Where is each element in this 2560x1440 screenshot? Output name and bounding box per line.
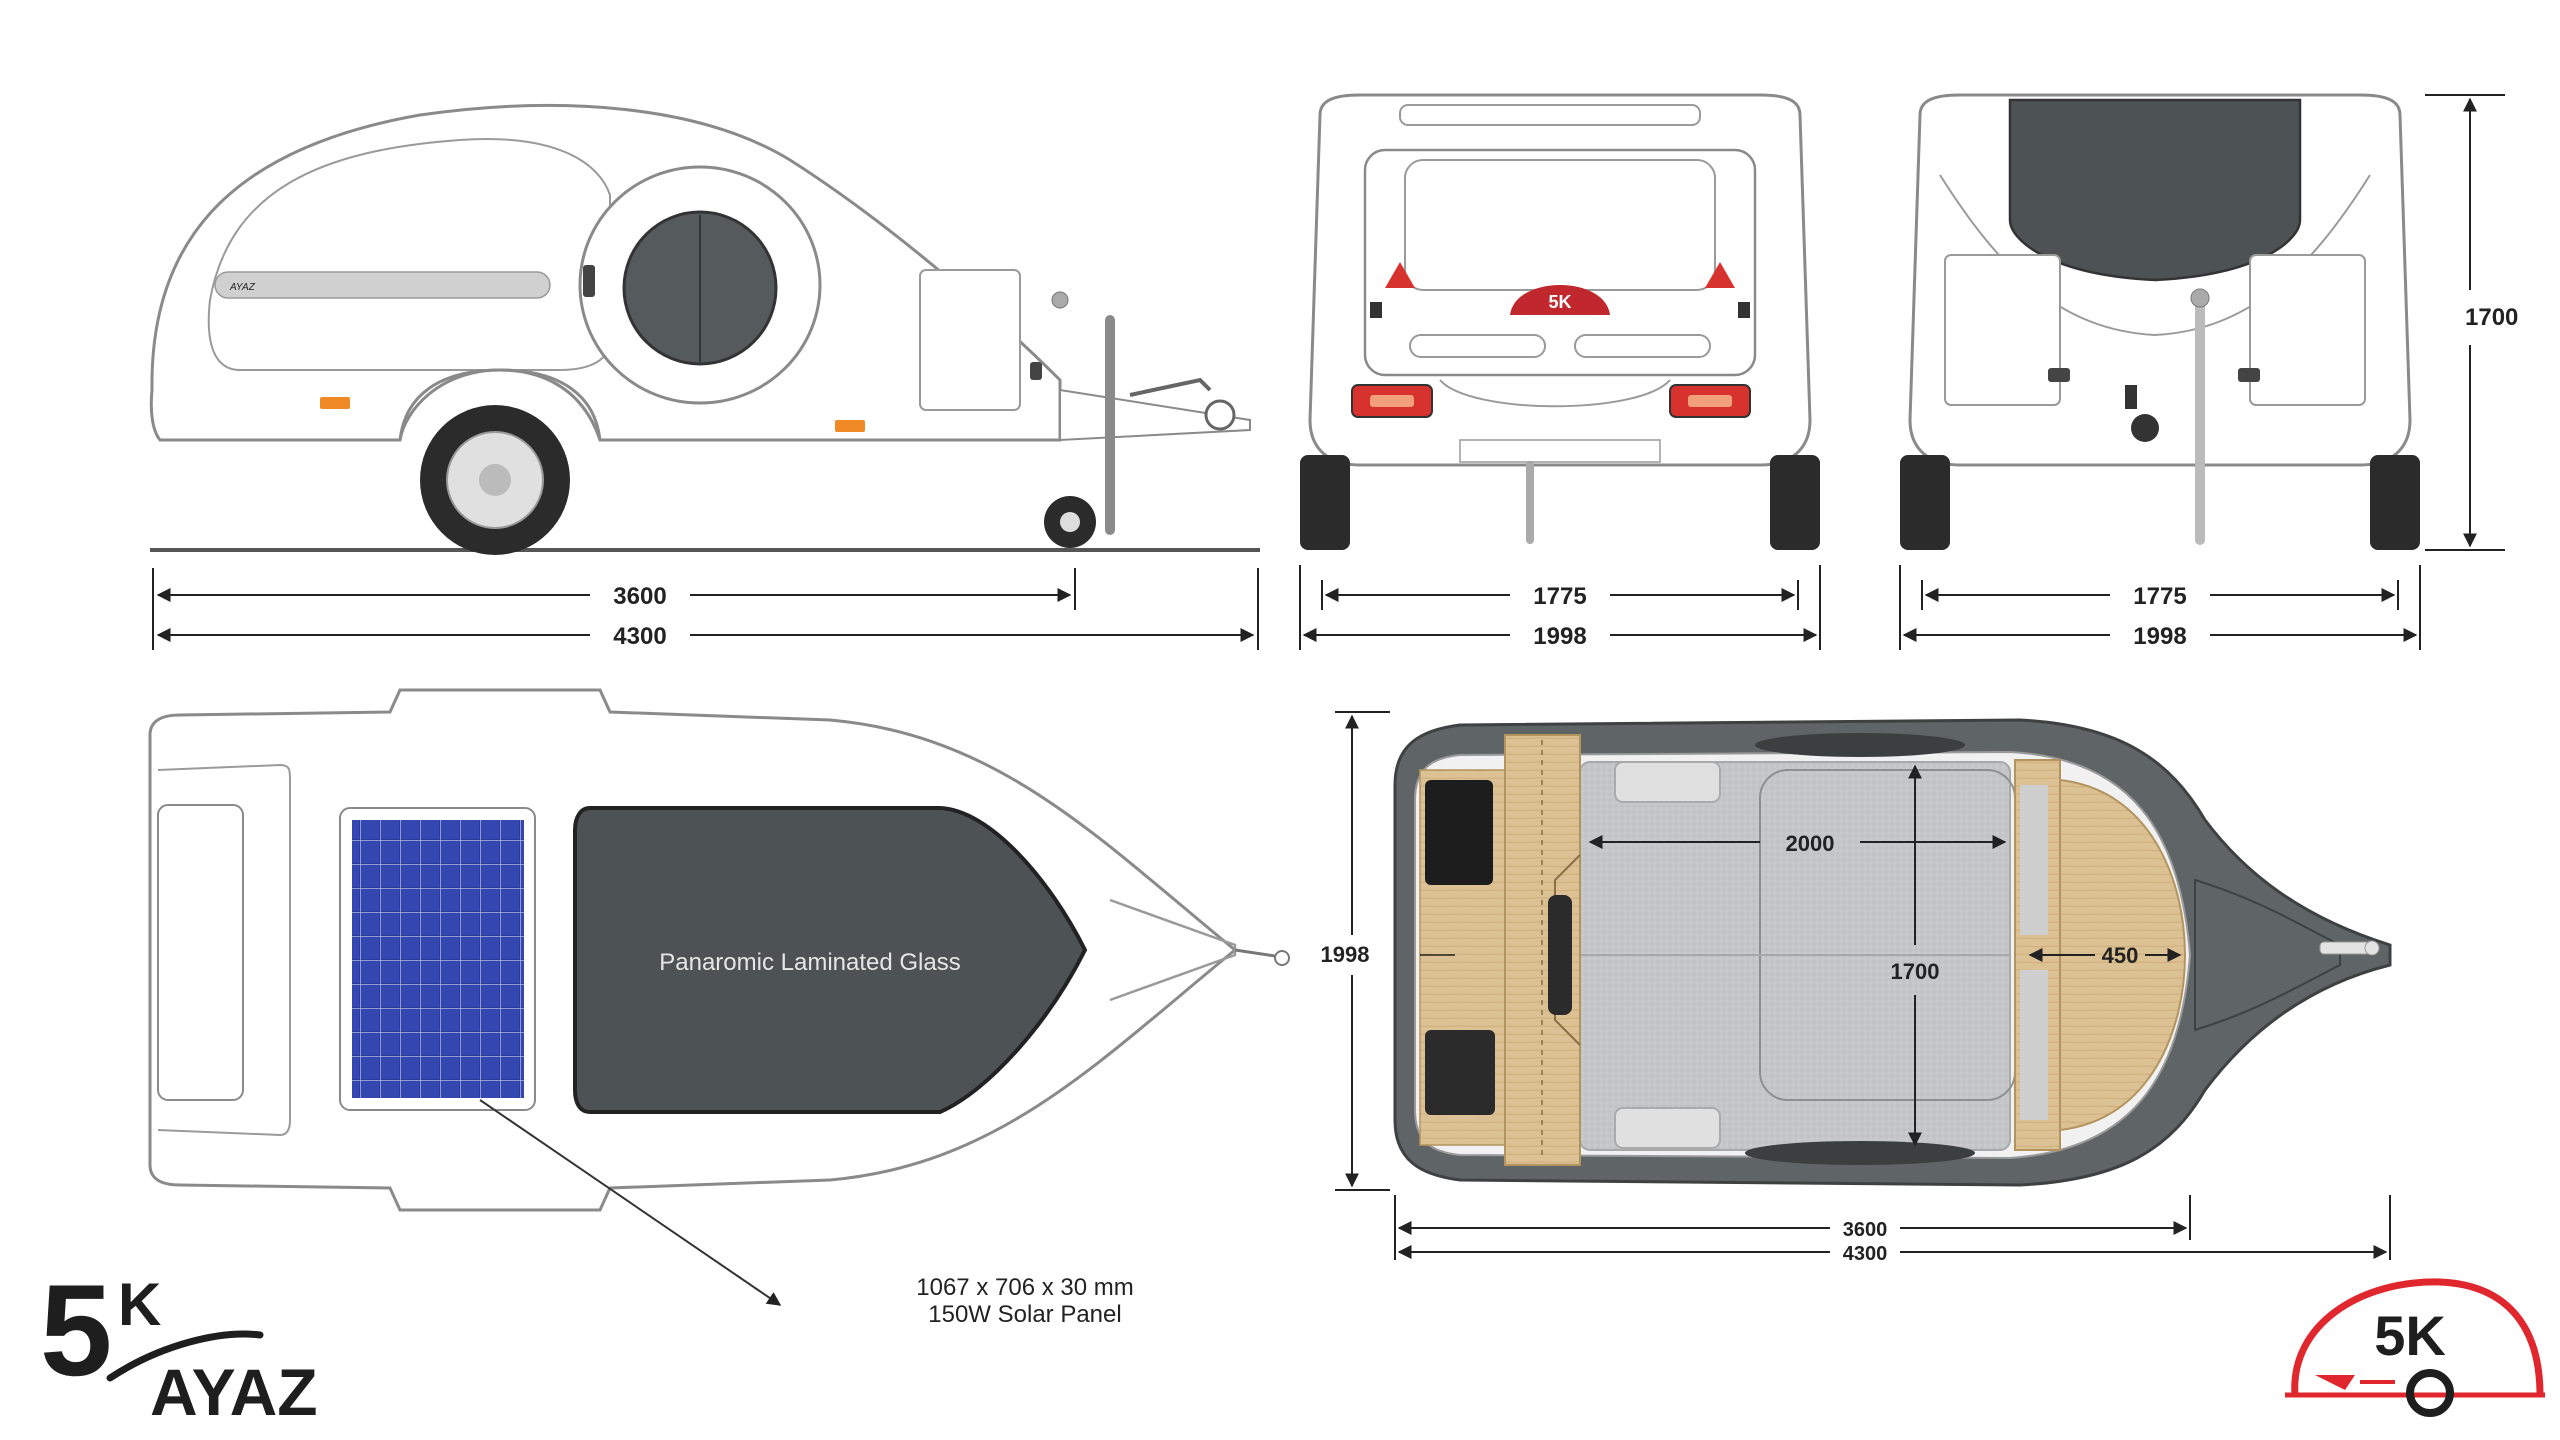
rear-emblem <box>1510 285 1610 315</box>
floor-window-bottom <box>1745 1141 1975 1165</box>
rear-wheel-right <box>1770 455 1820 550</box>
brand-emblem: 5K <box>2285 1278 2545 1417</box>
dim-bed-length: 2000 <box>1786 831 1835 856</box>
rear-hatch <box>1363 148 1757 377</box>
side-locker <box>919 269 1021 411</box>
front-locker-right <box>2249 254 2366 406</box>
front-panoramic-glass <box>2008 98 2302 282</box>
glass-label: Panaromic Laminated Glass <box>659 949 960 976</box>
floor-window-top <box>1755 733 1965 757</box>
dim-side-body-length: 3600 <box>613 583 666 610</box>
top-panoramic-glass <box>573 806 1088 1114</box>
logo-numeral: 5 <box>40 1257 112 1403</box>
solar-panel <box>352 820 524 1098</box>
emblem-text: 5K <box>2374 1304 2446 1367</box>
pillow-bottom <box>1614 1107 1721 1149</box>
galley-cooktop <box>1425 780 1493 885</box>
hitch-coupler <box>1204 399 1236 431</box>
rear-reflector-right <box>1705 262 1735 288</box>
dim-rear-track: 1775 <box>1533 583 1586 610</box>
cabinet-handle <box>1548 895 1572 1015</box>
front-wheel-left <box>1900 455 1950 550</box>
front-locker-left <box>1944 254 2061 406</box>
side-window-frame <box>207 138 611 371</box>
galley-fridge <box>1425 1030 1495 1115</box>
dim-floor-width: 1998 <box>1321 942 1370 967</box>
dim-kitchen: 450 <box>2102 943 2139 968</box>
brand-logo: 5 K AYAZ <box>40 1257 318 1429</box>
pillow-top <box>1614 761 1721 803</box>
side-stripe <box>214 271 551 299</box>
emblem-wheel-icon <box>2406 1369 2454 1417</box>
front-wheel-right <box>2370 455 2420 550</box>
dim-floor-body-length: 3600 <box>1843 1219 1888 1241</box>
rear-wheel-left <box>1300 455 1350 550</box>
front-bench <box>2059 778 2187 1132</box>
logo-swoosh <box>106 1330 264 1382</box>
side-badge: AYAZ <box>229 282 256 293</box>
rear-view: 5K 1775 1998 <box>1299 93 1821 650</box>
emblem-arc <box>2291 1278 2544 1396</box>
dim-floor-total-length: 4300 <box>1843 1243 1888 1265</box>
side-view: AYAZ 3600 4300 <box>149 104 1260 650</box>
dim-side-total-length: 4300 <box>613 623 666 650</box>
solar-panel-rating: 150W Solar Panel <box>928 1301 1121 1328</box>
logo-word: AYAZ <box>150 1355 318 1429</box>
front-view: 1775 1998 1700 <box>1899 93 2518 650</box>
dim-bed-width: 1700 <box>1891 959 1940 984</box>
side-marker-light-front <box>835 420 865 432</box>
front-hitch <box>2131 414 2159 442</box>
dim-rear-width: 1998 <box>1533 623 1586 650</box>
rear-emblem-text: 5K <box>1548 292 1571 312</box>
dim-front-track: 1775 <box>2133 583 2186 610</box>
logo-k: K <box>118 1271 161 1338</box>
side-marker-light-rear <box>320 397 350 409</box>
solar-leader-line <box>479 1099 782 1306</box>
side-door-handle <box>583 265 595 297</box>
rear-reflector-left <box>1385 262 1415 288</box>
solar-panel-size: 1067 x 706 x 30 mm <box>916 1274 1133 1301</box>
top-hitch-ball <box>1274 950 1290 966</box>
dim-front-width: 1998 <box>2133 623 2186 650</box>
top-view: Panaromic Laminated Glass 1067 x 706 x 3… <box>148 688 1290 1328</box>
floor-plan: 2000 1700 450 1998 3600 4300 <box>1321 711 2392 1265</box>
dim-front-height: 1700 <box>2465 304 2518 331</box>
top-rear-hatch-window <box>157 804 244 1101</box>
